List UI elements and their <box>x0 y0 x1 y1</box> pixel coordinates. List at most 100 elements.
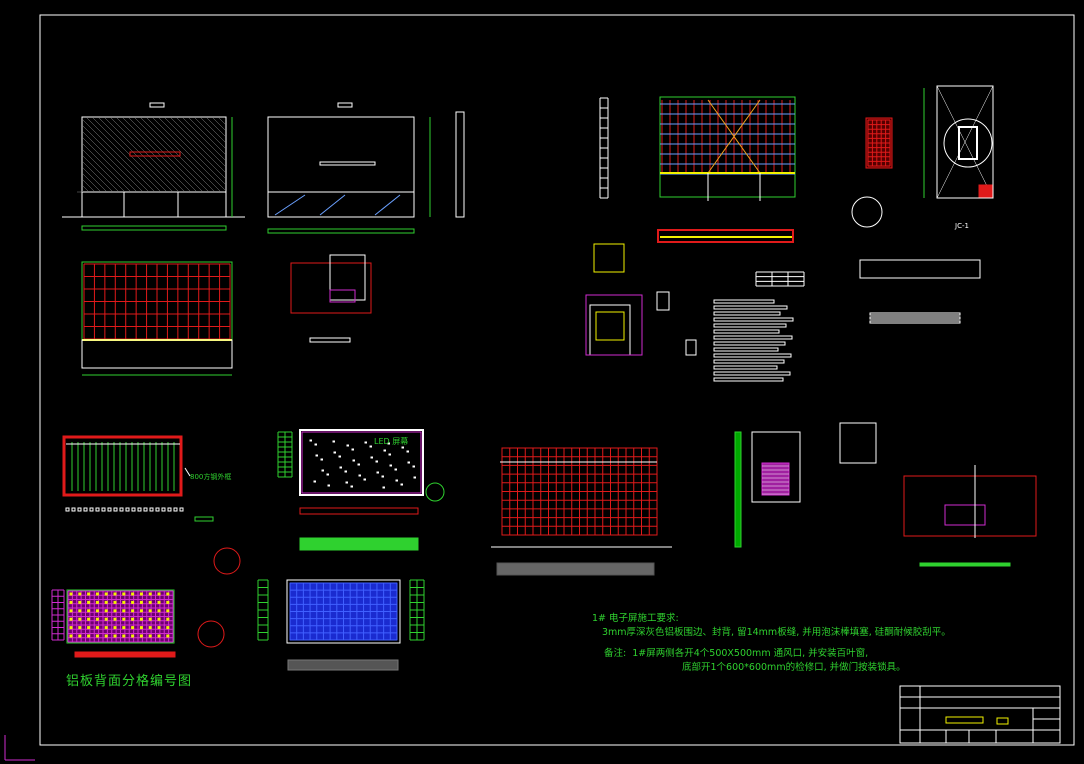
led-pixel <box>327 484 330 487</box>
led-pixel <box>376 471 379 474</box>
bolt <box>173 507 178 512</box>
numbering-dot <box>157 634 161 638</box>
reinforcement <box>978 184 993 198</box>
bottom-rail <box>74 651 176 658</box>
numbering-dot <box>122 634 126 638</box>
hatch-line <box>181 116 227 162</box>
bolt <box>77 507 82 512</box>
construction-notes: 1# 电子屏施工要求: 3mm厚深灰色铝板围边、封背, 留14mm板缝, 并用泡… <box>592 612 951 674</box>
schedule-row <box>713 317 794 322</box>
side-elevation <box>455 111 465 218</box>
hatch-line <box>81 184 90 193</box>
vent-frame <box>751 431 801 503</box>
schedule-row <box>713 365 778 370</box>
numbering-dot <box>78 609 82 613</box>
hatch-line <box>205 116 227 138</box>
detail-circle <box>425 482 445 502</box>
numbering-dot <box>148 592 152 596</box>
led-pixel <box>358 474 361 477</box>
schedule-row <box>713 323 787 328</box>
notes-remark-2: 底部开1个600*600mm的检修口, 并做门按装锁具。 <box>682 661 906 673</box>
detail-section <box>329 254 366 301</box>
plan-section <box>657 229 794 243</box>
notes-title: 1# 电子屏施工要求: <box>592 613 679 624</box>
wall-section <box>734 431 742 548</box>
hatch-line <box>163 116 227 180</box>
led-pixel <box>314 443 317 446</box>
numbering-dot <box>139 609 143 613</box>
numbering-dot <box>69 592 73 596</box>
led-pixel <box>338 455 341 458</box>
led-pixel <box>406 450 409 453</box>
dimension-tag <box>194 516 214 522</box>
sign-label <box>129 151 181 157</box>
base-frame <box>81 339 233 369</box>
led-pixel <box>389 464 392 467</box>
section-detail <box>903 475 1037 537</box>
hatch-line <box>145 116 222 193</box>
hatch-line <box>217 116 227 126</box>
bolt <box>167 507 172 512</box>
numbering-dot <box>122 609 126 613</box>
hatch-line <box>109 116 186 193</box>
numbering-dot <box>104 609 108 613</box>
foundation-label: JC-1 <box>955 222 969 230</box>
numbering-dot <box>166 634 170 638</box>
numbering-dot <box>148 609 152 613</box>
led-pixel <box>383 449 386 452</box>
numbering-dot <box>87 626 91 630</box>
numbering-dot <box>104 600 108 604</box>
hatch-line <box>103 116 180 193</box>
led-pixel <box>321 469 324 472</box>
dimension-tag <box>149 102 165 108</box>
led-pixel <box>407 461 410 464</box>
numbering-dot <box>139 592 143 596</box>
led-pixel <box>412 465 415 468</box>
numbering-dot <box>69 609 73 613</box>
led-pixel <box>351 448 354 451</box>
back-panel-title: 铝板背面分格编号图 <box>66 674 193 689</box>
hatch-line <box>81 178 96 193</box>
bolt <box>155 507 160 512</box>
led-pixel <box>400 483 403 486</box>
section-plate <box>944 504 986 526</box>
schedule-row <box>713 335 793 340</box>
hatch-line <box>151 116 227 192</box>
detail-circle <box>213 547 241 575</box>
numbering-dot <box>131 634 135 638</box>
hatch-line <box>169 116 227 174</box>
numbering-dot <box>157 626 161 630</box>
bolt <box>107 507 112 512</box>
numbering-dot <box>139 626 143 630</box>
led-pixel <box>313 480 316 483</box>
bolt <box>65 507 70 512</box>
led-pixel <box>333 451 336 454</box>
hatch-line <box>81 118 156 193</box>
hatch-line <box>81 160 114 193</box>
notes-remark: 备注: 1#屏两侧各开4个500X500mm 通风口, 并安装百叶窗, <box>604 648 869 659</box>
led-pixel <box>387 442 390 445</box>
numbering-dot <box>113 592 117 596</box>
hatch-line <box>115 116 192 193</box>
led-pixel <box>382 486 385 489</box>
hatch-line <box>211 116 227 132</box>
structure-elevation <box>659 96 796 198</box>
numbering-dot <box>131 626 135 630</box>
schedule-row <box>713 329 780 334</box>
hatch-line <box>85 116 162 193</box>
brace <box>707 99 761 174</box>
column-square <box>595 311 625 341</box>
led-pixel <box>350 485 353 488</box>
schedule-row <box>713 377 784 382</box>
foundation-circle <box>943 118 993 168</box>
dimension-tag <box>337 102 353 108</box>
numbering-dot <box>148 634 152 638</box>
led-pixel <box>344 470 347 473</box>
panel-outline <box>286 579 401 644</box>
numbering-dot <box>69 634 73 638</box>
led-pixel <box>370 456 373 459</box>
numbering-dot <box>148 600 152 604</box>
anchor-layout <box>585 294 643 356</box>
led-pixel <box>394 468 397 471</box>
numbering-dot <box>122 617 126 621</box>
